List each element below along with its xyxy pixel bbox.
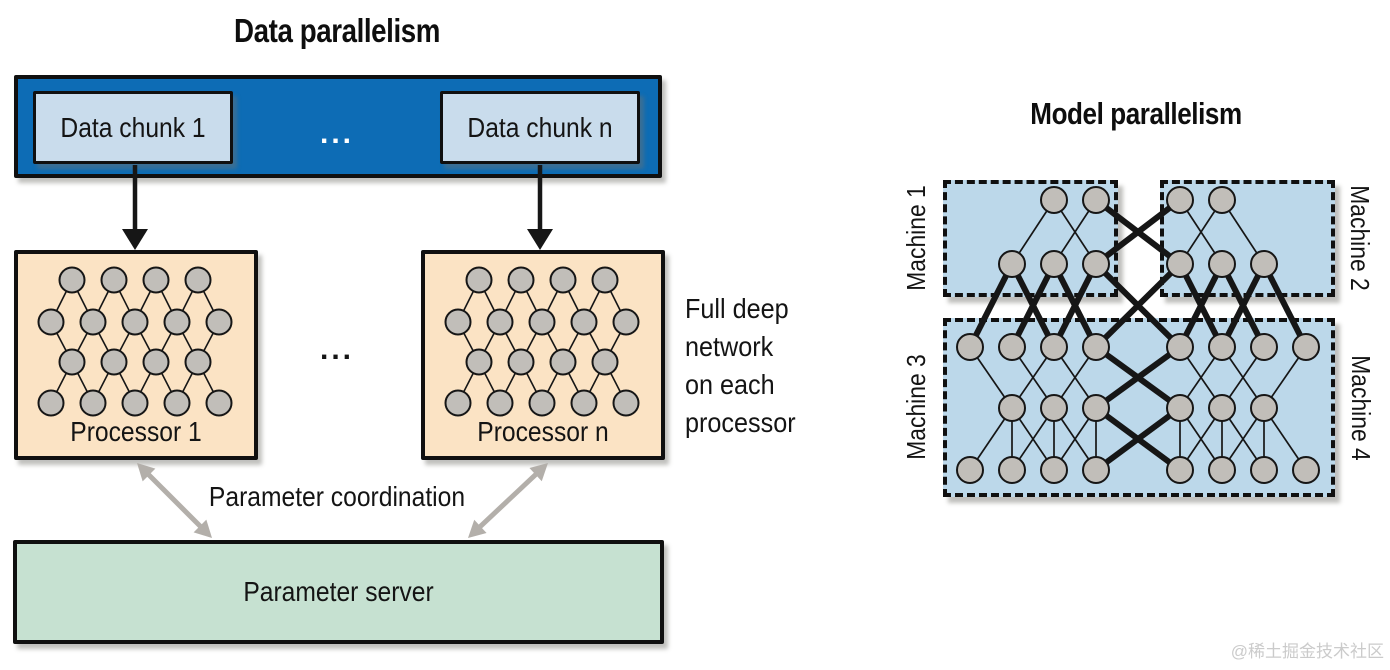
data-chunk-n-label: Data chunk n <box>467 111 613 143</box>
machine-3-4-box <box>943 318 1335 497</box>
data-chunk-1-box: Data chunk 1 <box>33 91 233 164</box>
processor-n-box: Processor n <box>421 250 665 460</box>
processors-ellipsis: ... <box>319 333 354 366</box>
model-parallelism-title: Model parallelism <box>1030 96 1242 131</box>
machine-2-label: Machine 2 <box>1345 185 1375 291</box>
data-chunk-1-label: Data chunk 1 <box>60 111 206 143</box>
watermark: @稀土掘金技术社区 <box>1230 642 1384 661</box>
machine-4-label: Machine 4 <box>1346 355 1376 461</box>
machine-1-box <box>943 180 1118 297</box>
processor-n-label: Processor n <box>477 416 609 447</box>
machine-2-box <box>1160 180 1335 297</box>
data-chunk-n-box: Data chunk n <box>440 91 640 164</box>
full-deep-network-note: Full deep network on each processor <box>685 293 796 438</box>
machine-1-label: Machine 1 <box>901 185 931 291</box>
coordination-arrowhead <box>468 519 487 538</box>
parameter-coordination-label: Parameter coordination <box>208 481 466 512</box>
data-parallelism-title: Data parallelism <box>234 12 440 49</box>
data-flow-arrowhead <box>122 229 148 250</box>
parameter-server-box: Parameter server <box>13 540 664 644</box>
coordination-arrowhead <box>529 463 548 482</box>
processor-1-box: Processor 1 <box>14 250 258 460</box>
data-flow-arrowhead <box>527 229 553 250</box>
parameter-server-label: Parameter server <box>243 576 434 607</box>
machine-3-label: Machine 3 <box>901 354 931 460</box>
processor-1-label: Processor 1 <box>70 416 202 447</box>
coordination-arrowhead <box>193 519 212 538</box>
data-container-ellipsis: ... <box>319 117 354 150</box>
coordination-arrowhead <box>137 463 156 482</box>
